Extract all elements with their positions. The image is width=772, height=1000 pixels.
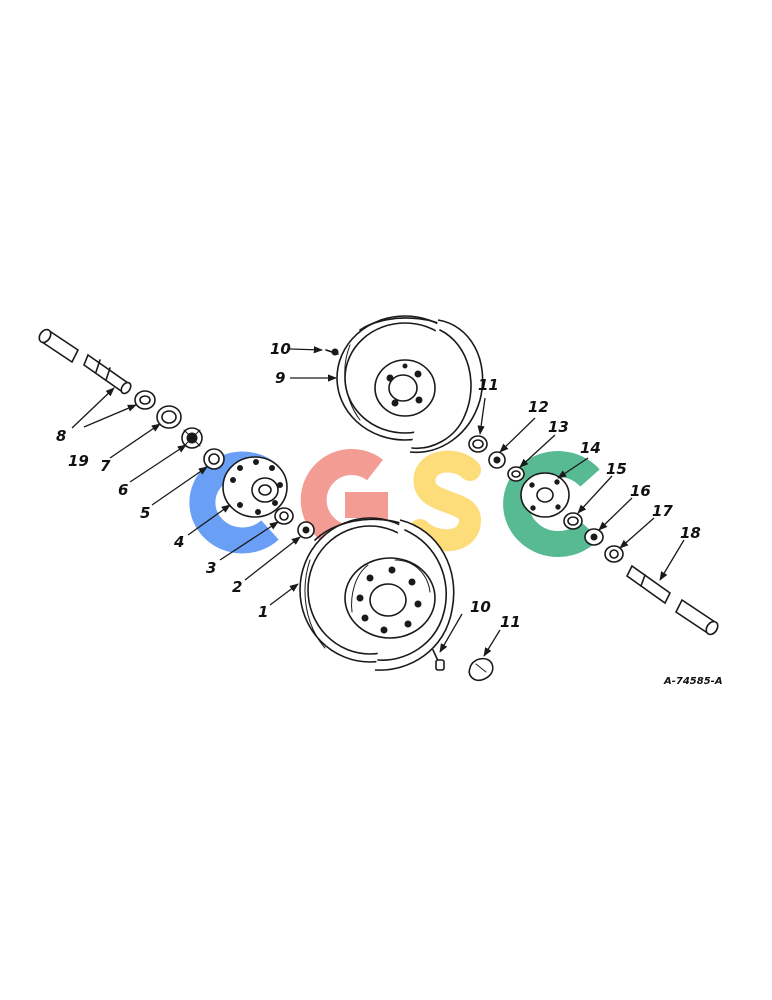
callout-15: 15 — [606, 460, 627, 478]
callout-13: 13 — [548, 418, 569, 436]
callout-5: 5 — [140, 504, 150, 522]
callout-2: 2 — [232, 578, 242, 596]
outer-cone — [297, 521, 315, 539]
outer-seal-ring — [274, 507, 294, 525]
right-hub-14 — [520, 472, 570, 518]
callout-12: 12 — [528, 398, 549, 416]
callout-9: 9 — [275, 369, 285, 387]
right-cup-15 — [563, 512, 583, 530]
reference-code: A-74585-A — [663, 676, 723, 687]
upper-valve-stem — [325, 348, 339, 356]
right-cone-16 — [584, 528, 604, 546]
lower-valve-cap — [468, 657, 494, 682]
right-cone-12 — [488, 451, 506, 469]
bearing-cup-inner — [156, 405, 182, 429]
callout-17: 17 — [652, 502, 673, 520]
callout-16: 16 — [630, 482, 651, 500]
callout-14: 14 — [580, 439, 601, 457]
right-seal-17 — [604, 545, 624, 563]
lower-valve-stem — [432, 649, 445, 671]
callout-4: 4 — [173, 533, 184, 551]
callout-labels: 10 9 11 12 13 14 15 16 17 18 8 19 7 6 5 … — [56, 340, 701, 631]
callout-7: 7 — [100, 457, 111, 475]
callout-3: 3 — [206, 559, 216, 577]
callout-10-upper: 10 — [270, 340, 291, 358]
callout-11-right: 11 — [478, 376, 499, 394]
right-spindle-18 — [625, 564, 719, 636]
left-hub — [222, 456, 288, 518]
watermark-letter-c-green — [503, 451, 600, 557]
left-spindle — [38, 328, 132, 395]
callout-10-lower: 10 — [470, 598, 491, 616]
watermark-letter-s-yellow — [409, 450, 482, 552]
lower-wheel-rim — [299, 517, 455, 671]
bearing-cup-outer — [203, 448, 225, 470]
upper-wheel-rim — [336, 315, 484, 454]
callout-1: 1 — [258, 603, 268, 621]
callout-11-lower: 11 — [500, 613, 521, 631]
right-cup-13 — [507, 466, 525, 482]
seal — [134, 390, 156, 410]
callout-6: 6 — [118, 481, 128, 499]
bearing-cone-inner — [181, 427, 203, 449]
leader-lines — [71, 346, 685, 657]
right-cup-11 — [468, 435, 488, 453]
callout-8: 8 — [56, 427, 66, 445]
callout-19: 19 — [68, 452, 89, 470]
callout-18: 18 — [680, 524, 701, 542]
